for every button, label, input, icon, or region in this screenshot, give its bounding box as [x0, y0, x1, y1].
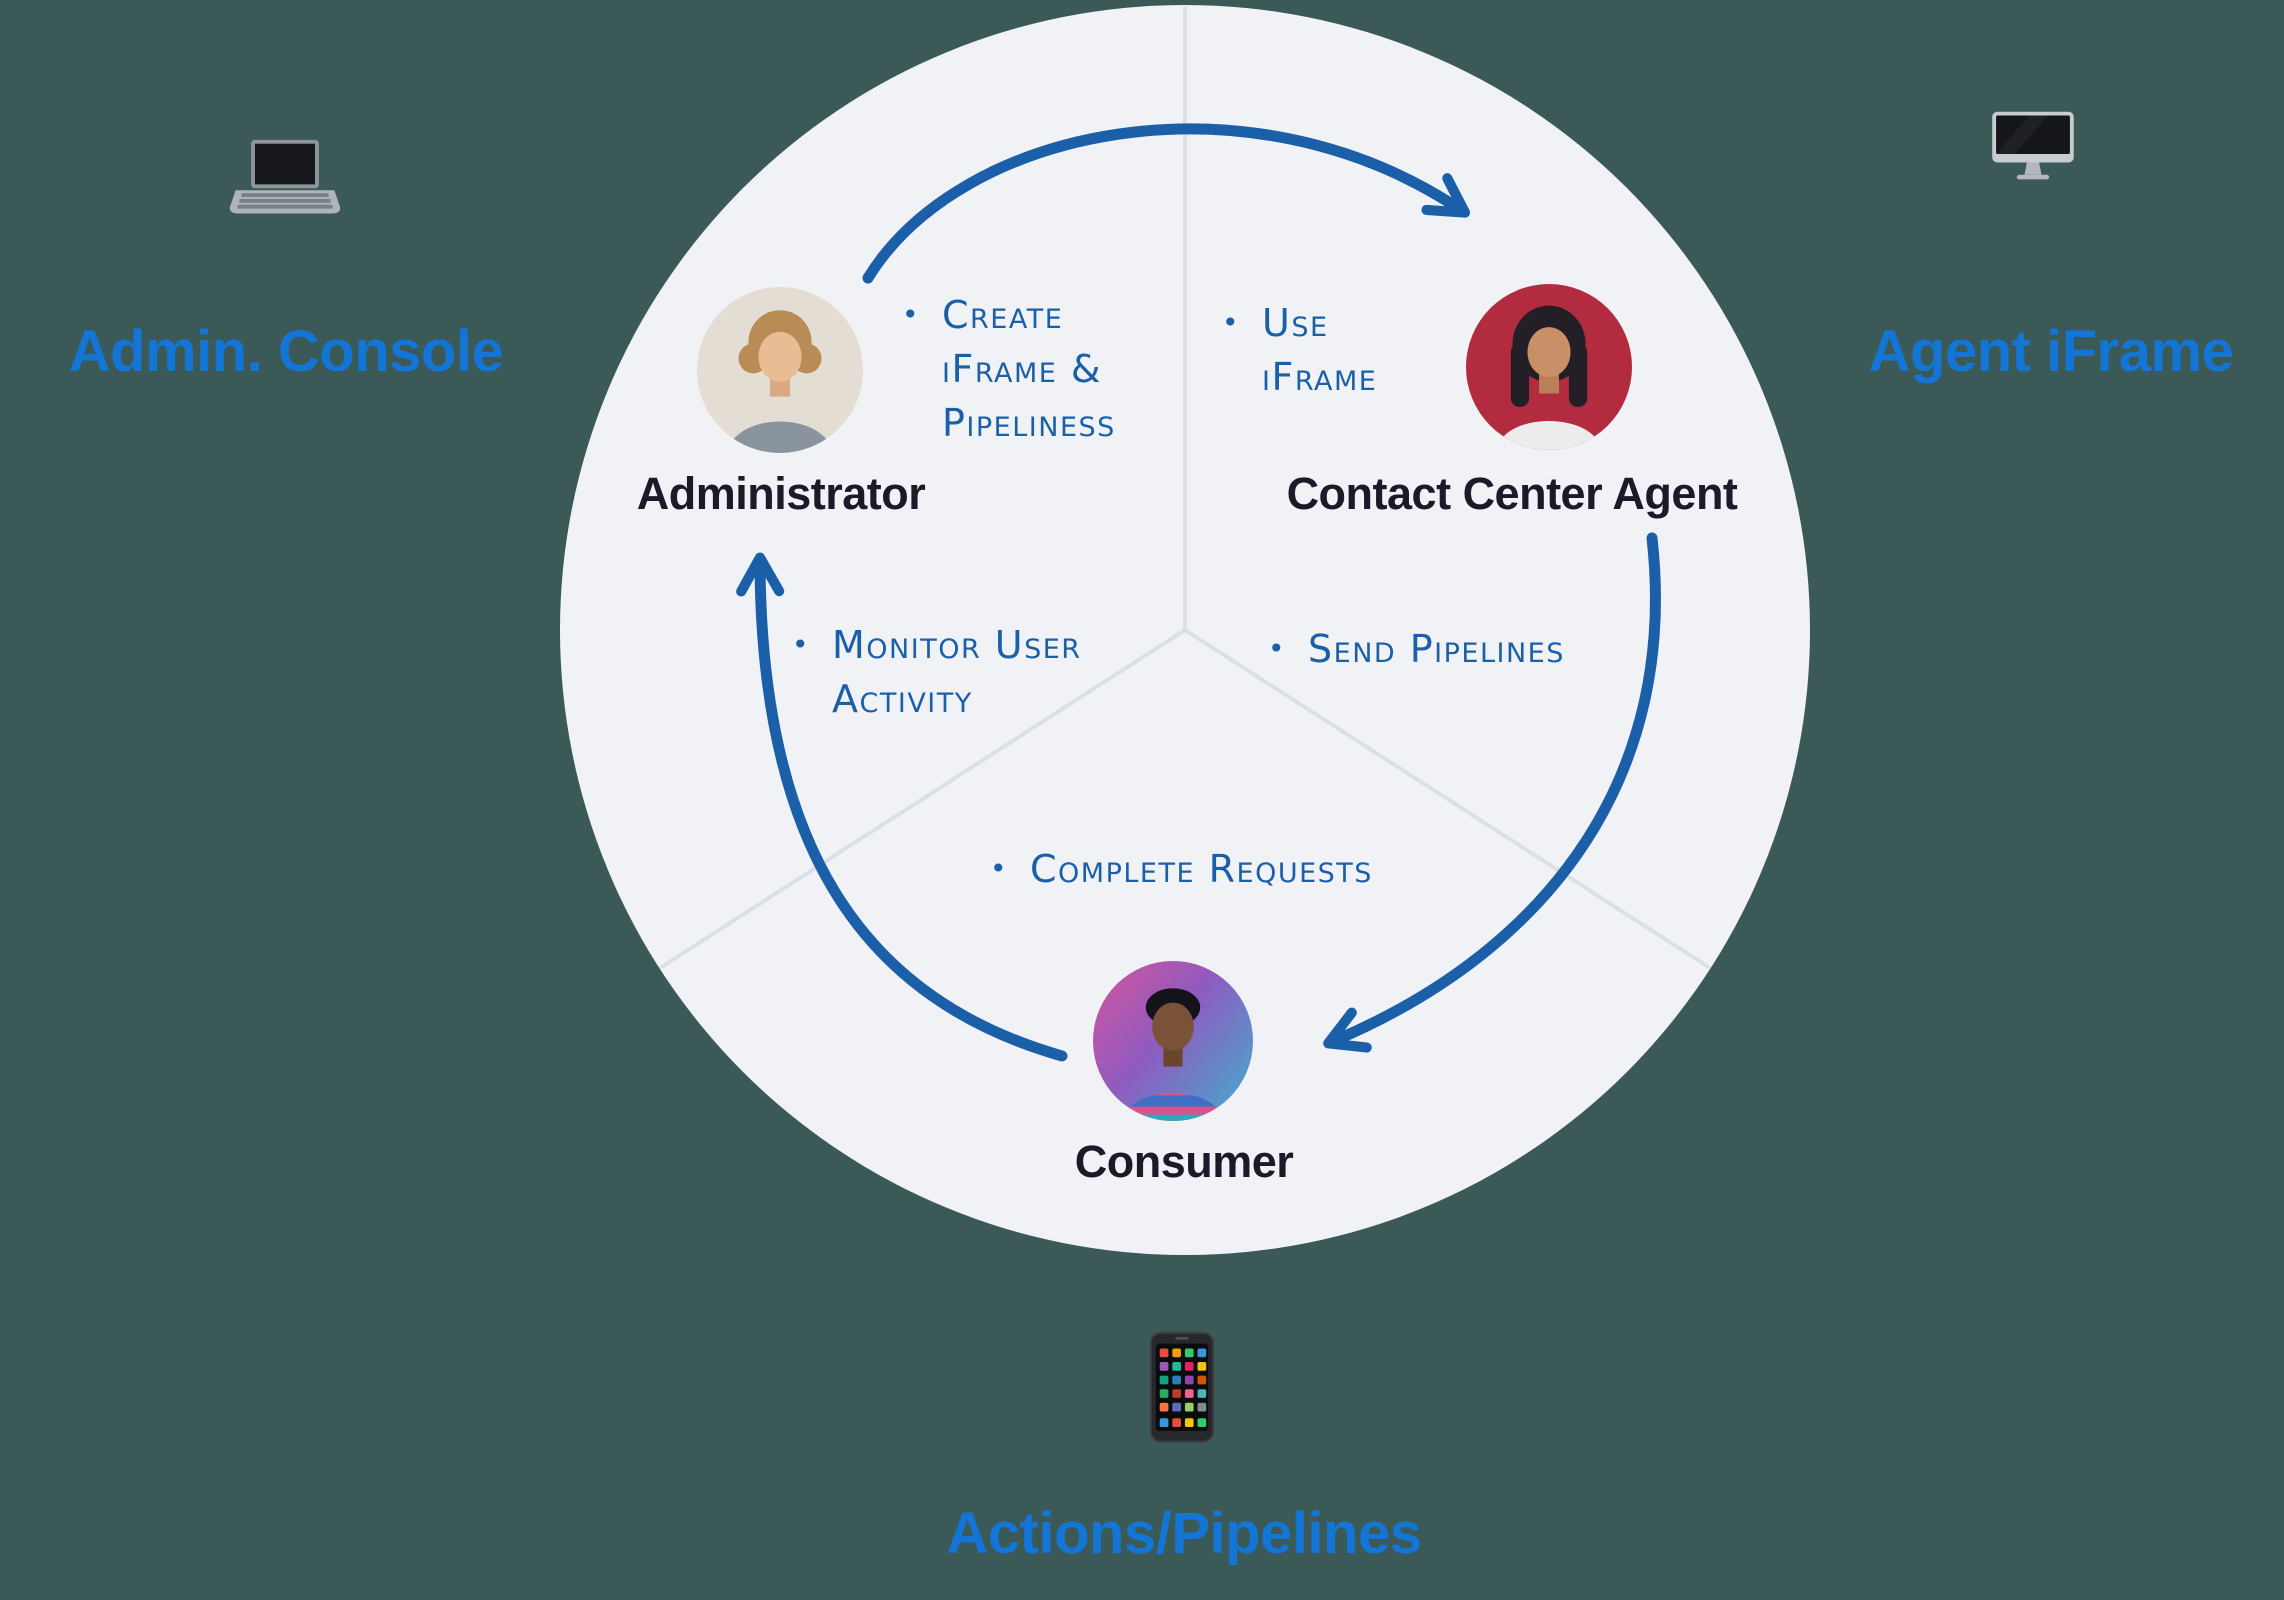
administrator-role-label: Administrator: [636, 468, 926, 519]
smartphone-icon: [1150, 1332, 1214, 1444]
arrow-agent-to-consumer: [1323, 532, 1661, 1053]
note-line: Create: [942, 293, 1064, 337]
agent-iframe-label: Agent iFrame: [1868, 319, 2234, 384]
consumer-role-label: Consumer: [1074, 1136, 1294, 1187]
divider-lower-left: [658, 628, 1187, 970]
note-send-pipelines: • Send Pipelines: [1268, 622, 1565, 676]
consumer-avatar: [1093, 961, 1253, 1121]
sector-dividers: [658, 6, 1712, 970]
note-monitor-user-activity: • Monitor User Activity: [792, 618, 1082, 726]
divider-lower-right: [1183, 628, 1712, 970]
bullet: •: [902, 298, 921, 331]
laptop-icon: [222, 134, 348, 241]
note-line: Activity: [832, 677, 973, 721]
note-create-iframe-pipelines: • Create iFrame & Pipeliness: [902, 288, 1116, 450]
contact-center-agent-avatar: [1466, 284, 1632, 450]
bullet: •: [792, 628, 811, 661]
note-use-iframe: • Use iFrame: [1222, 296, 1377, 404]
administrator-avatar: [697, 287, 863, 453]
bullet: •: [1268, 632, 1287, 665]
note-line: Pipeliness: [942, 401, 1116, 445]
note-line: iFrame: [1262, 355, 1378, 399]
admin-console-label: Admin. Console: [68, 319, 504, 384]
desktop-monitor-icon: [1983, 104, 2083, 189]
contact-center-agent-role-label: Contact Center Agent: [1286, 468, 1738, 519]
bullet: •: [1222, 306, 1241, 339]
note-line: Use: [1262, 301, 1329, 345]
note-line: Monitor User: [832, 623, 1082, 667]
flow-arrows: [736, 123, 1661, 1062]
note-line: Complete Requests: [1030, 847, 1373, 891]
arrow-admin-to-agent: [862, 123, 1471, 284]
actions-pipelines-label: Actions/Pipelines: [946, 1501, 1422, 1566]
bullet: •: [990, 852, 1009, 885]
note-line: Send Pipelines: [1308, 627, 1565, 671]
arrow-consumer-to-admin: [736, 552, 1068, 1062]
note-complete-requests: • Complete Requests: [990, 842, 1373, 896]
note-line: iFrame &: [942, 347, 1103, 391]
